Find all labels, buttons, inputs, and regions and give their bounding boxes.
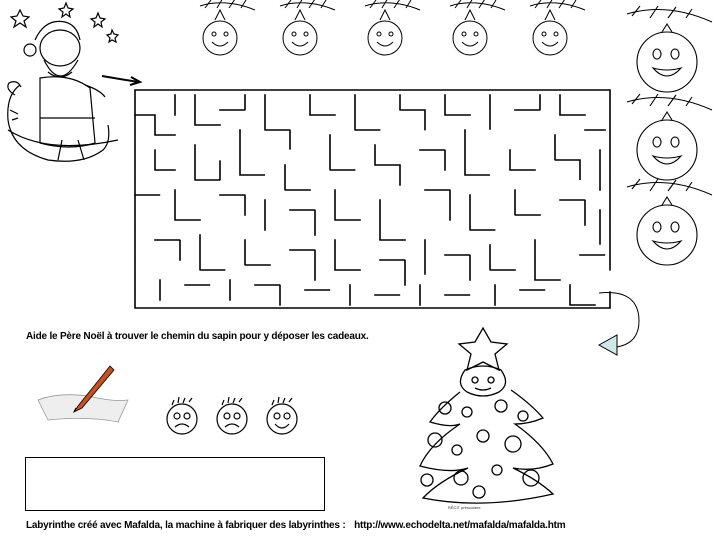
- christmas-ornament-drawing: [364, 0, 421, 56]
- christmas-ornament-drawing: [626, 178, 713, 266]
- credit-line: Labyrinthe créé avec Mafalda, la machine…: [26, 520, 566, 531]
- answer-box[interactable]: [25, 457, 325, 511]
- credit-text: Labyrinthe créé avec Mafalda, la machine…: [26, 520, 346, 531]
- santa-claus-drawing: [7, 1, 120, 162]
- ornament-row: [199, 0, 586, 56]
- ornament-column: [626, 5, 713, 266]
- credit-stamp: RÉCIT préscolaire: [448, 505, 481, 510]
- face-icon: [216, 396, 248, 435]
- face-icon: [166, 396, 198, 435]
- maze: [134, 89, 611, 309]
- exit-arrow-icon: [597, 292, 640, 356]
- christmas-ornament-drawing: [626, 93, 713, 181]
- faces-row: [166, 396, 298, 435]
- credit-url-link[interactable]: http://www.echodelta.net/mafalda/mafalda…: [354, 520, 566, 531]
- instruction-text: Aide le Père Noël à trouver le chemin du…: [26, 331, 369, 342]
- face-icon: [266, 396, 298, 435]
- christmas-ornament-drawing: [449, 0, 506, 56]
- start-arrow-icon: [101, 75, 143, 86]
- christmas-ornament-drawing: [626, 5, 713, 93]
- christmas-ornament-drawing: [199, 0, 256, 56]
- christmas-ornament-drawing: [279, 0, 336, 56]
- pencil-icon: [37, 365, 129, 423]
- christmas-ornament-drawing: [529, 0, 586, 56]
- christmas-tree-drawing: [419, 326, 555, 504]
